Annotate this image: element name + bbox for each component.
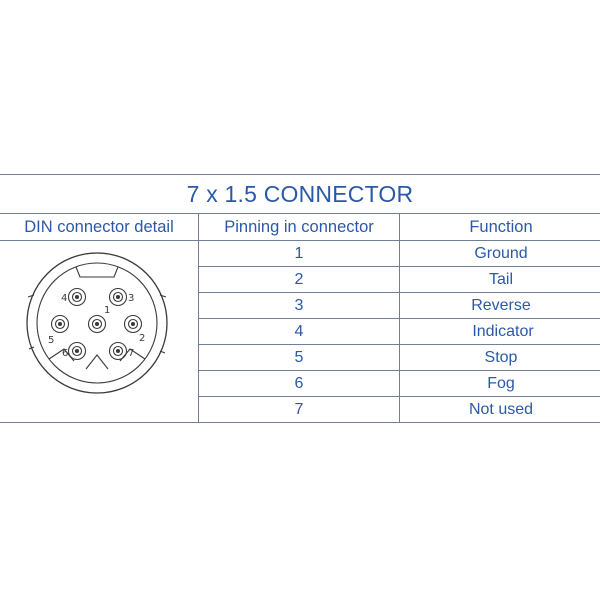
- table-row: 3 Reverse: [0, 292, 600, 319]
- table-title: 7 x 1.5 CONNECTOR: [186, 181, 414, 207]
- key-notch-bottom: [85, 354, 109, 370]
- pin-function: Indicator: [399, 318, 600, 345]
- pin-number: 7: [198, 396, 400, 422]
- pin-function: Reverse: [399, 292, 600, 319]
- pin-socket-5: [50, 314, 70, 334]
- table-row: 7 Not used: [0, 396, 600, 422]
- pin-number: 4: [198, 318, 400, 345]
- pin-socket-1: [87, 314, 107, 334]
- ring-notch-left: [27, 294, 35, 350]
- pin-socket-2: [123, 314, 143, 334]
- pin-sockets: [50, 287, 143, 361]
- table-row: 4 Indicator: [0, 318, 600, 345]
- pin-label-2: 2: [139, 333, 145, 344]
- pinout-table: DIN connector detail Pinning in connecto…: [0, 213, 600, 423]
- pin-function: Fog: [399, 370, 600, 397]
- pin-number: 6: [198, 370, 400, 397]
- connector-inner-ring: [36, 262, 158, 384]
- pin-number: 1: [198, 240, 400, 267]
- key-tab-top: [75, 266, 119, 278]
- connector-table-frame: 7 x 1.5 CONNECTOR DIN connector detail P…: [0, 174, 600, 423]
- pin-label-7: 7: [128, 348, 134, 359]
- pin-number: 3: [198, 292, 400, 319]
- pin-number: 2: [198, 266, 400, 293]
- pin-function: Ground: [399, 240, 600, 267]
- header-function: Function: [399, 213, 600, 241]
- pin-function: Stop: [399, 344, 600, 371]
- pin-label-5: 5: [48, 335, 54, 346]
- pin-socket-4: [67, 287, 87, 307]
- pin-number: 5: [198, 344, 400, 371]
- header-pinning: Pinning in connector: [198, 213, 400, 241]
- pin-label-6: 6: [62, 348, 68, 359]
- pin-label-3: 3: [128, 293, 134, 304]
- header-din-detail: DIN connector detail: [0, 213, 199, 241]
- pin-label-4: 4: [61, 293, 67, 304]
- header-row: DIN connector detail Pinning in connecto…: [0, 213, 600, 241]
- diagram-cell: [0, 240, 199, 423]
- table-row: 1 Ground: [0, 240, 600, 423]
- pin-label-1: 1: [104, 305, 110, 316]
- table-row: 5 Stop: [0, 344, 600, 371]
- pin-function: Not used: [399, 396, 600, 422]
- pin-socket-3: [108, 287, 128, 307]
- pin-socket-6: [67, 341, 87, 361]
- table-row: 2 Tail: [0, 266, 600, 293]
- table-row: 6 Fog: [0, 370, 600, 397]
- din-connector-drawing: 1 2 3 4 5 6 7: [26, 252, 168, 394]
- pin-socket-7: [108, 341, 128, 361]
- pin-function: Tail: [399, 266, 600, 293]
- ring-notch-right: [159, 294, 167, 354]
- connector-outer-ring: [26, 252, 168, 394]
